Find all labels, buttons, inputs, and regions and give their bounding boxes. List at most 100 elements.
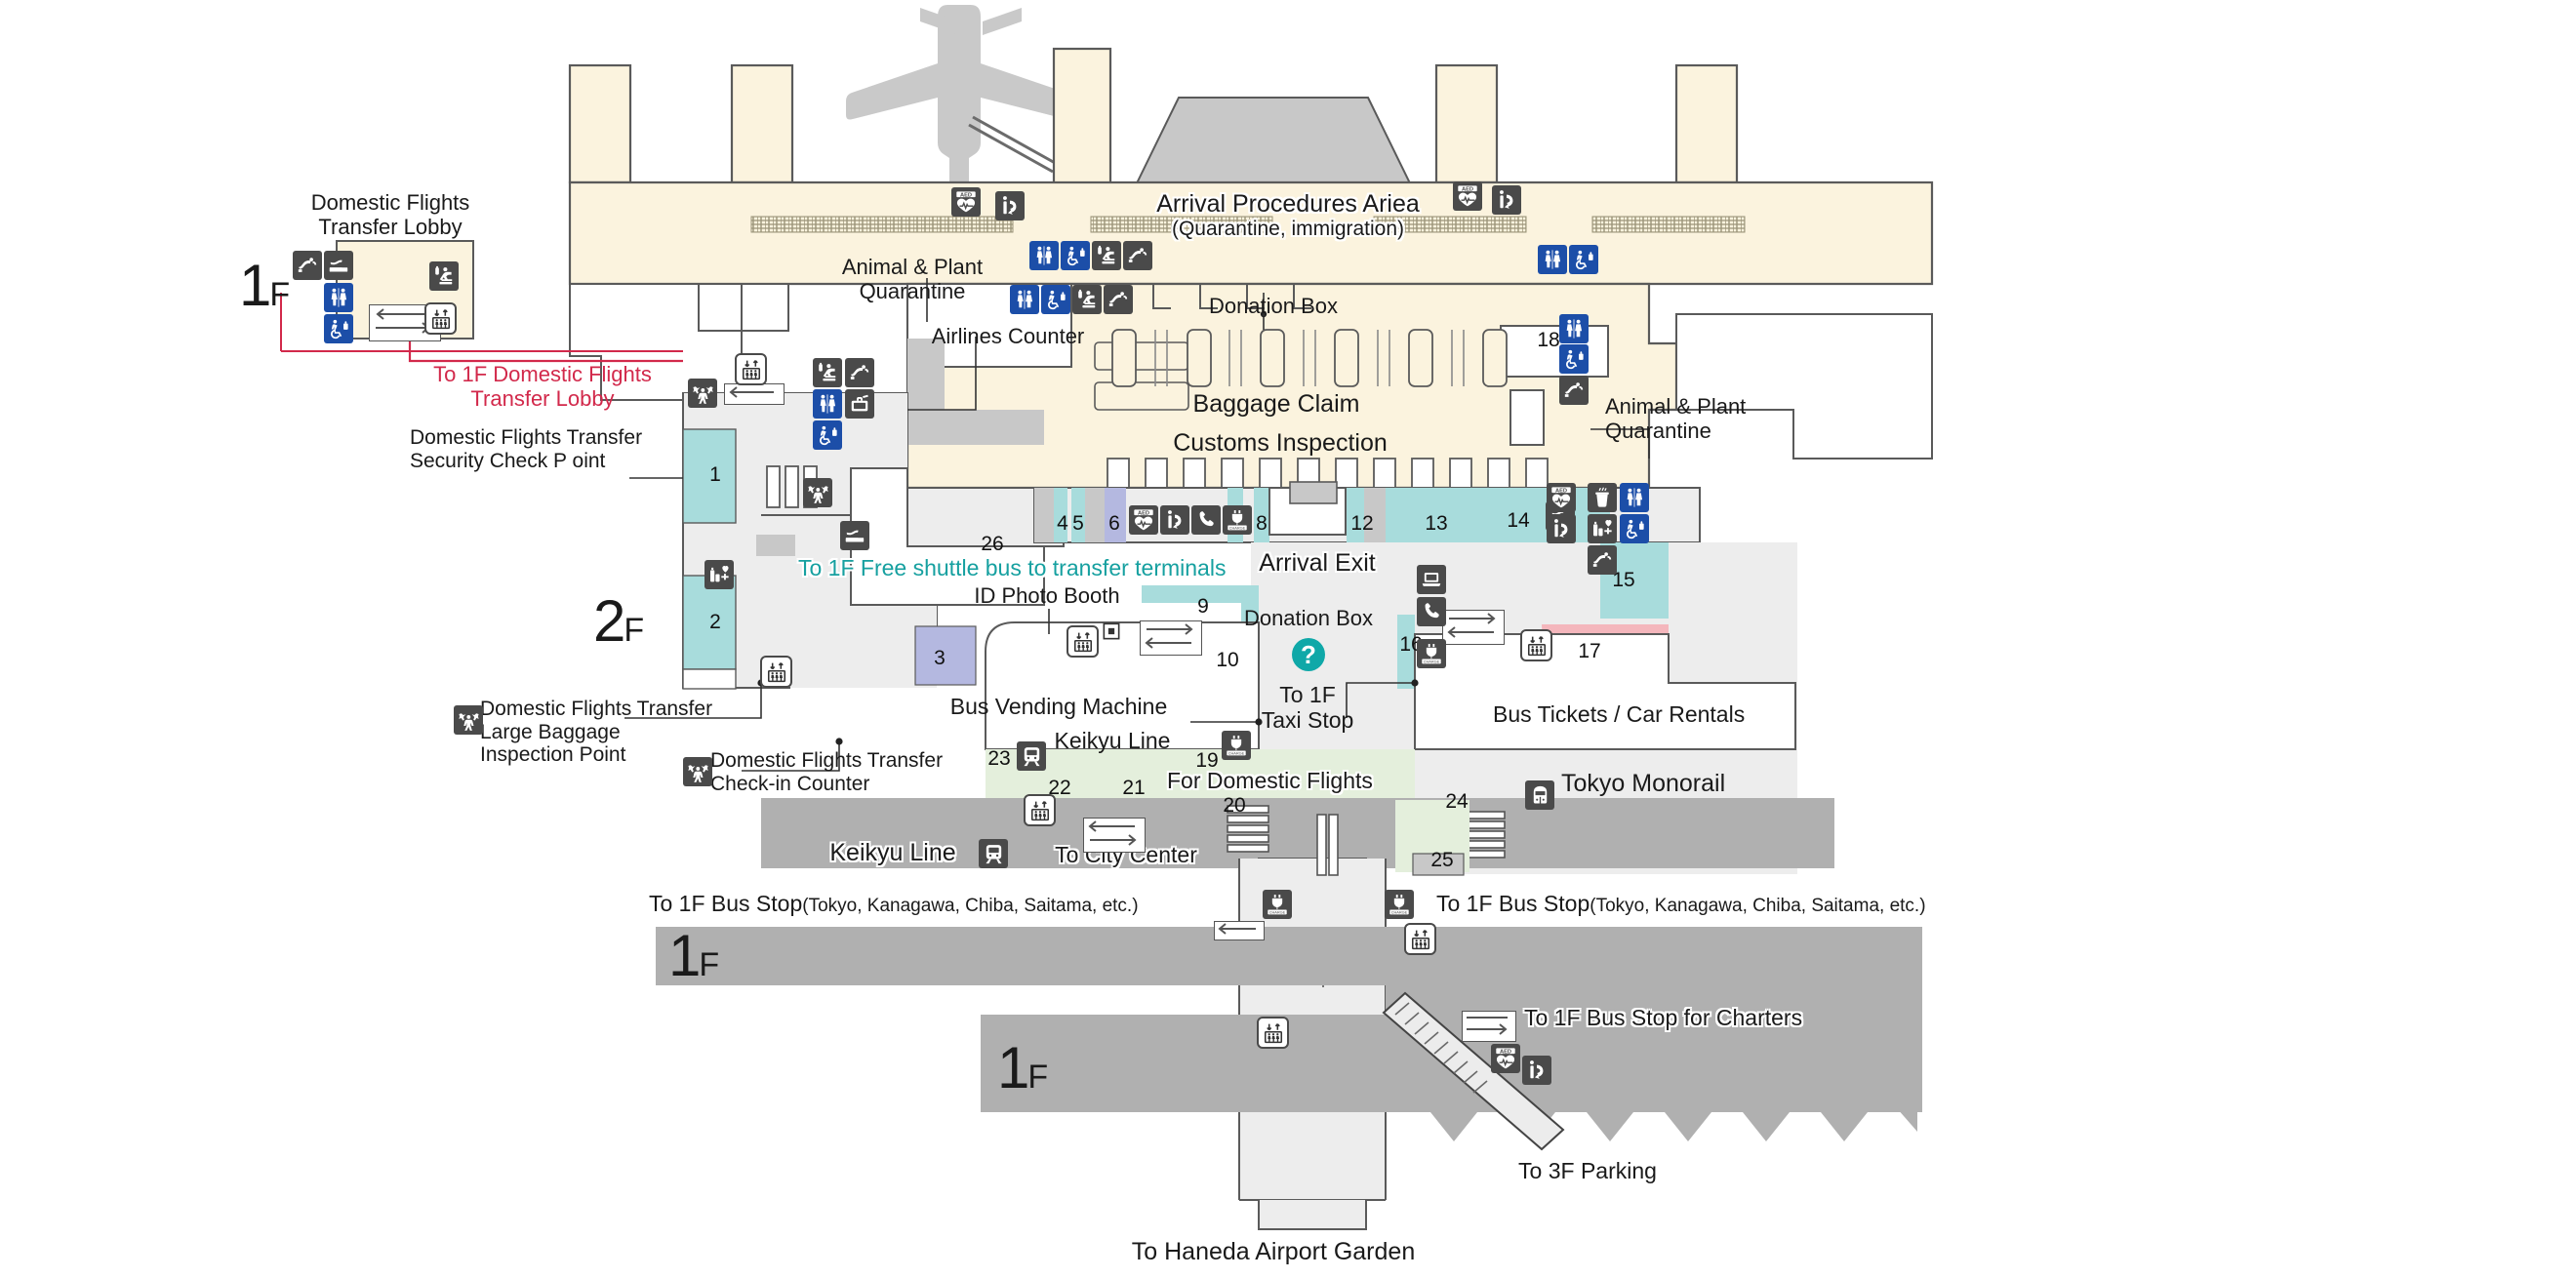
charging-station-icon: CHARGE	[1385, 890, 1414, 919]
aed-icon: AED	[1491, 1044, 1520, 1073]
label-bus-vending-machine: Bus Vending Machine	[949, 694, 1168, 719]
drinks-icon	[1588, 483, 1617, 512]
label-to-haneda-airport-garden: To Haneda Airport Garden	[1131, 1238, 1416, 1265]
floor-marker-1f-mid: 1F	[668, 923, 720, 988]
label-bus-tickets-car-rentals: Bus Tickets / Car Rentals	[1493, 701, 1746, 727]
aed-icon: AED	[1453, 181, 1482, 211]
zone-number: 22	[1048, 777, 1071, 799]
bidirectional-arrow-bus-tickets	[1442, 610, 1505, 645]
zone-number: 4	[1057, 512, 1068, 535]
label-donation-box-top: Donation Box	[1208, 294, 1339, 318]
information-question-icon[interactable]: ?	[1292, 638, 1325, 671]
floor-marker-1f-low: 1F	[997, 1035, 1049, 1100]
svg-text:CHARGE: CHARGE	[1424, 659, 1440, 663]
elevator-icon	[1257, 1017, 1289, 1049]
arrow-bus-stop-left	[1214, 921, 1265, 940]
elevator-icon	[735, 353, 767, 385]
jet-bridge	[968, 115, 1058, 174]
charging-station-icon: CHARGE	[1417, 639, 1446, 668]
svg-text:CHARGE: CHARGE	[1391, 909, 1408, 914]
zone-number: 14	[1507, 509, 1530, 532]
svg-text:AED: AED	[1500, 1049, 1511, 1055]
zone-number: 3	[934, 647, 946, 669]
elevator-icon	[1404, 923, 1436, 955]
zone-number: 5	[1072, 512, 1084, 535]
zone-number: 17	[1578, 640, 1601, 662]
bidirectional-arrow-city-center	[1083, 818, 1146, 853]
svg-text:CHARGE: CHARGE	[1229, 525, 1246, 530]
floor-marker-2f: 2F	[593, 588, 645, 654]
accessible-restroom-icon	[324, 314, 353, 343]
transfer-flight-icon	[803, 478, 832, 507]
transfer-flight-icon	[683, 757, 712, 786]
accessible-restroom-icon	[813, 420, 842, 450]
charging-station-icon: CHARGE	[1223, 505, 1252, 535]
information-icon	[1160, 505, 1189, 535]
elevator-icon	[1024, 794, 1056, 826]
label-to-1f-bus-stop-right: To 1F Bus Stop(Tokyo, Kanagawa, Chiba, S…	[1436, 891, 1926, 916]
deck-1f-right	[1454, 927, 1922, 985]
zone-number: 13	[1425, 512, 1448, 535]
charging-station-icon: CHARGE	[1263, 890, 1292, 919]
corridor-escalators	[1316, 814, 1339, 876]
information-icon	[1492, 185, 1521, 215]
train-icon	[1017, 741, 1046, 771]
zone-block-25	[1412, 853, 1465, 876]
zone-block-1	[682, 428, 737, 524]
water-fountain-icon	[1104, 285, 1133, 314]
label-donation-box-bottom: Donation Box	[1243, 606, 1374, 630]
zone-number: 18	[1537, 329, 1560, 351]
restroom-icon	[1538, 245, 1567, 274]
baby-care-icon	[1072, 285, 1102, 314]
airplane-silhouette	[846, 5, 1072, 196]
restroom-icon	[1010, 285, 1039, 314]
zone-block-16	[1397, 615, 1415, 689]
label-customs-inspection: Customs Inspection	[1173, 429, 1388, 457]
zone-number: 23	[987, 747, 1011, 770]
aed-icon: AED	[1547, 483, 1576, 512]
stairs-zone-20	[1227, 805, 1269, 853]
water-fountain-icon	[1123, 241, 1152, 270]
water-fountain-icon	[1559, 376, 1589, 405]
restroom-icon	[813, 389, 842, 419]
restroom-icon	[1559, 314, 1589, 343]
zone-number: 19	[1195, 749, 1219, 772]
svg-text:AED: AED	[1138, 510, 1149, 516]
gate-partitions	[1152, 284, 1311, 309]
baby-care-icon	[1092, 241, 1121, 270]
restroom-icon	[1029, 241, 1059, 270]
pharmacy-icon	[704, 560, 734, 589]
water-fountain-icon	[845, 358, 874, 387]
right-quarantine-rooms	[1675, 313, 1933, 460]
zone-number: 15	[1612, 569, 1635, 591]
carousel-dividers	[1154, 330, 1465, 386]
label-to-1f-shuttle-bus: To 1F Free shuttle bus to transfer termi…	[798, 555, 1227, 580]
accessible-restroom-icon	[1569, 245, 1598, 274]
zone-number: 6	[1108, 512, 1120, 535]
stairs-zone-24	[1463, 811, 1506, 859]
water-fountain-icon	[1588, 545, 1617, 575]
id-photo-booth-icon	[1097, 617, 1126, 646]
information-icon	[995, 191, 1025, 220]
customs-booths	[1107, 458, 1549, 489]
pharmacy-icon	[1588, 514, 1617, 543]
zone-number: 8	[1256, 512, 1268, 535]
bidirectional-arrow-shuttle	[1140, 620, 1202, 656]
zone-number: 10	[1216, 649, 1239, 671]
baby-care-icon	[429, 261, 459, 291]
elevator-icon	[1067, 625, 1099, 658]
information-icon	[1547, 514, 1576, 543]
zone-number: 9	[1197, 595, 1209, 618]
label-transfer-large-baggage: Domestic Flights Transfer Large Baggage …	[480, 698, 713, 767]
svg-text:AED: AED	[1555, 488, 1567, 494]
accessible-restroom-icon	[1559, 344, 1589, 374]
zone-number: 16	[1399, 633, 1423, 656]
label-for-domestic-flights: For Domestic Flights	[1167, 768, 1373, 793]
label-to-1f-bus-stop-left: To 1F Bus Stop(Tokyo, Kanagawa, Chiba, S…	[649, 891, 1139, 916]
restroom-icon	[1620, 483, 1649, 512]
